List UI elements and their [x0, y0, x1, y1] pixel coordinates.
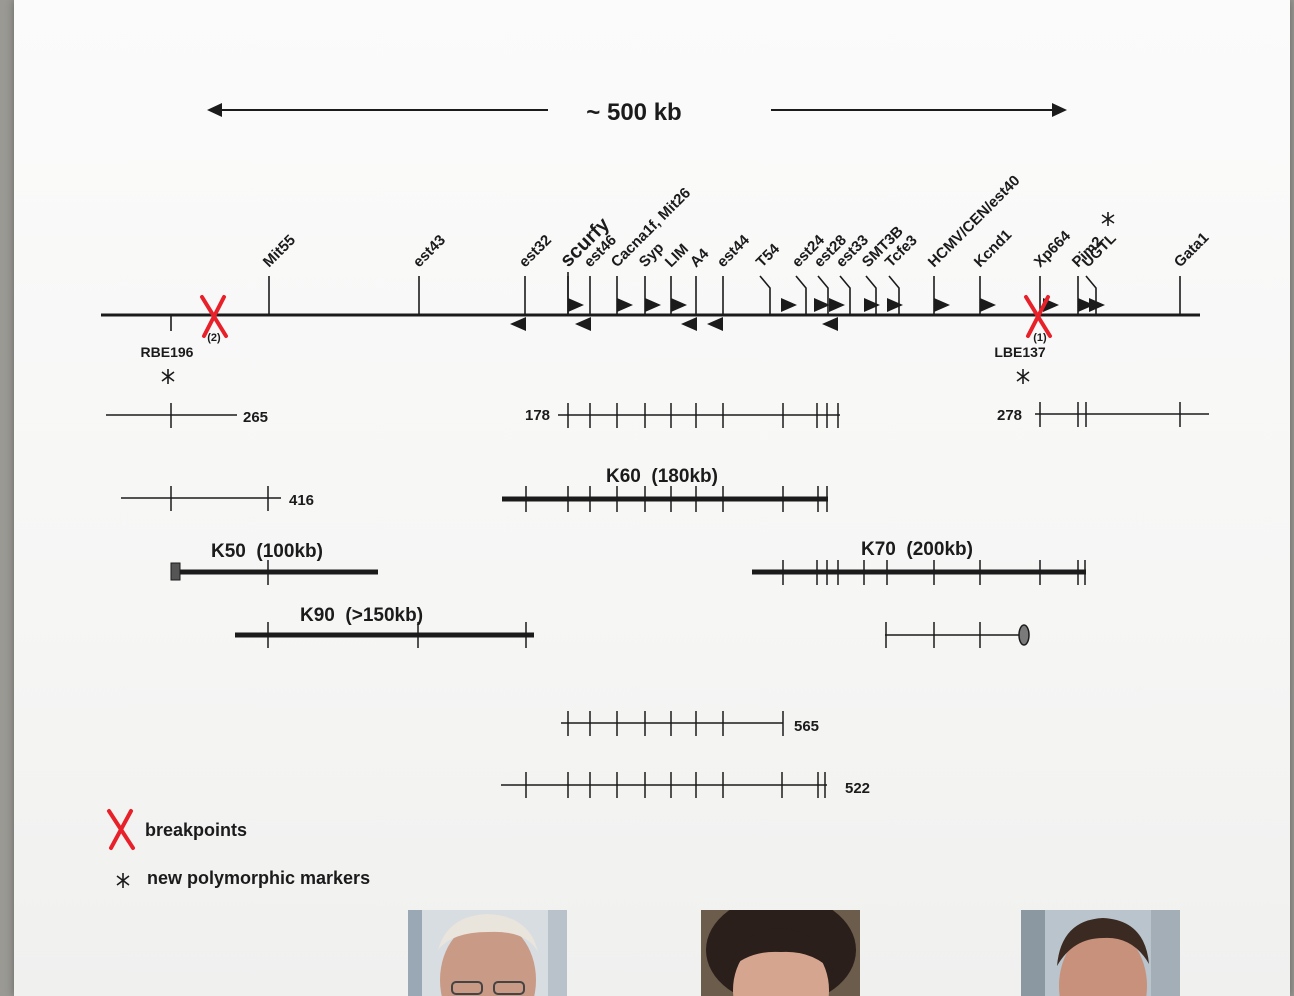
contig-label-k70: K70 (200kb): [861, 539, 973, 560]
breakpoint-x-icon: [200, 295, 228, 338]
arrowhead-right-icon: [617, 298, 633, 312]
arrowhead-right-icon: [671, 298, 687, 312]
marker-label: est43: [410, 232, 449, 271]
contig-partial: [885, 622, 1030, 648]
scale-bar: [207, 103, 1067, 117]
contig-label-178: 178: [525, 407, 550, 424]
vector-end-icon: [170, 562, 181, 581]
asterisk-icon: [116, 873, 130, 888]
contig-522: [501, 772, 827, 798]
arrowhead-right-icon: [645, 298, 661, 312]
marker-label: Kcnd1: [971, 226, 1015, 270]
breakpoint-x-icon: [107, 809, 135, 850]
arrowhead-right-icon: [1052, 103, 1067, 117]
contig-label-278: 278: [997, 407, 1022, 424]
arrowhead-right-icon: [1089, 298, 1105, 312]
arrowhead-right-icon: [934, 298, 950, 312]
marker-label: A4: [687, 245, 713, 271]
arrowhead-left-icon: [510, 317, 526, 331]
arrowhead-left-icon: [207, 103, 222, 117]
contig-178: [558, 403, 840, 428]
arrowhead-right-icon: [829, 298, 845, 312]
asterisk-icon: [1016, 369, 1030, 384]
contig-265: [106, 403, 237, 428]
breakpoint-label-2: (2): [207, 332, 221, 344]
contig-k60: [502, 486, 828, 512]
marker-leaders: [170, 272, 569, 331]
marker-label: Xp664: [1031, 227, 1075, 271]
arrowhead-left-icon: [707, 317, 723, 331]
portrait-photo: [701, 910, 860, 996]
arrowhead-left-icon: [575, 317, 591, 331]
marker-label: est44: [714, 231, 754, 271]
marker-label: Gata1: [1171, 229, 1213, 271]
orientation-arrows: [510, 298, 1105, 331]
arrowhead-left-icon: [822, 317, 838, 331]
marker-tick: [795, 275, 807, 315]
marker-label: LIM: [662, 241, 692, 271]
asterisk-icon: [1101, 212, 1115, 226]
contig-278: [1035, 402, 1209, 427]
contig-label-265: 265: [243, 409, 268, 426]
arrowhead-left-icon: [681, 317, 697, 331]
scale-label: ~ 500 kb: [586, 99, 681, 126]
marker-tick: [759, 275, 771, 315]
breakpoint-x-icon: [1024, 295, 1052, 338]
contig-k70: [752, 560, 1086, 585]
breakpoint-label-1: (1): [1033, 332, 1047, 344]
portrait-photo: [1021, 910, 1180, 996]
contig-label-k60: K60 (180kb): [606, 466, 718, 487]
marker-tick: [817, 275, 829, 315]
contig-416: [121, 486, 281, 511]
marker-label: Mit55: [260, 232, 299, 271]
contig-k50: [170, 560, 378, 585]
marker-tick: [839, 275, 851, 315]
arrowhead-right-icon: [781, 298, 797, 312]
person-icon: [701, 910, 860, 996]
contig-label-416: 416: [289, 492, 314, 509]
arrowhead-right-icon: [887, 298, 903, 312]
contig-label-522: 522: [845, 780, 870, 797]
contig-565: [561, 711, 784, 736]
marker-label: T54: [753, 240, 784, 271]
marker-label: est32: [516, 232, 555, 271]
vector-end-icon: [1018, 624, 1030, 646]
arrowhead-right-icon: [980, 298, 996, 312]
portrait-photo: [408, 910, 567, 996]
contig-rows: [106, 402, 1209, 798]
arrowhead-right-icon: [864, 298, 880, 312]
contig-k90: [235, 622, 534, 648]
contig-label-k90: K90 (>150kb): [300, 605, 423, 626]
asterisk-icon: [161, 369, 175, 384]
contig-label-565: 565: [794, 718, 819, 735]
marker-label-rbe196: RBE196: [141, 344, 194, 360]
legend-polymorphic-label: new polymorphic markers: [147, 868, 370, 888]
legend-breakpoints-label: breakpoints: [145, 820, 247, 840]
arrowhead-right-icon: [814, 298, 830, 312]
legend: breakpoints new polymorphic markers: [107, 809, 370, 888]
marker-label-lbe137: LBE137: [994, 344, 1046, 360]
contig-label-k50: K50 (100kb): [211, 541, 323, 562]
arrowhead-right-icon: [568, 298, 584, 312]
person-icon: [408, 910, 567, 996]
person-icon: [1021, 910, 1180, 996]
arrowhead-right-icon: [1078, 298, 1094, 312]
